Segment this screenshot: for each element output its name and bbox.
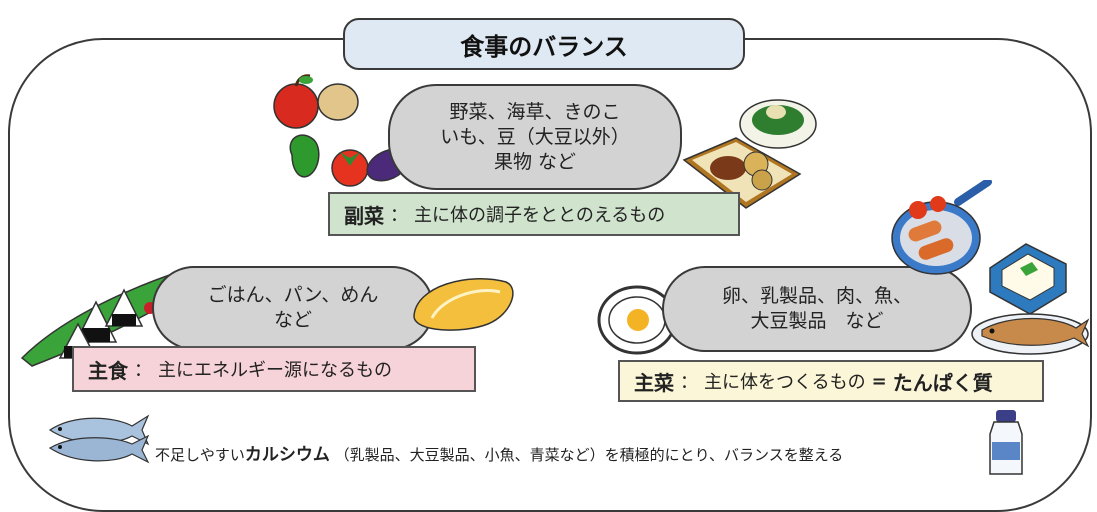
grilled-fish-illustration xyxy=(971,313,1090,355)
page-title: 食事のバランス xyxy=(343,18,745,70)
fukusai-bubble: 野菜、海草、きのこ いも、豆（大豆以外） 果物 など xyxy=(388,84,682,190)
tofu-illustration xyxy=(989,243,1067,315)
shusai-label-eq: = xyxy=(871,370,887,392)
shusai-label-emph: たんぱく質 xyxy=(892,370,993,395)
shushoku-bubble: ごはん、パン、めん など xyxy=(152,266,434,350)
fukusai-bubble-text: 野菜、海草、きのこ いも、豆（大豆以外） 果物 など xyxy=(440,100,630,173)
shushoku-label: 主食 ： 主にエネルギー源になるもの xyxy=(72,346,476,392)
shushoku-bubble-text: ごはん、パン、めん など xyxy=(207,284,379,331)
shushoku-label-rest: 主にエネルギー源になるもの xyxy=(158,360,392,381)
shusai-label-rest: 主に体をつくるもの xyxy=(704,372,866,393)
fukusai-label-rest: 主に体の調子をととのえるもの xyxy=(414,205,666,226)
calcium-note-pre: 不足しやすい xyxy=(155,446,245,464)
calcium-note: 不足しやすいカルシウム （乳製品、大豆製品、小魚、青菜など）を積極的にとり、バラ… xyxy=(155,440,843,465)
frying-pan-illustration xyxy=(891,180,992,275)
bread-illustration xyxy=(413,278,514,331)
fukusai-label-strong: 副菜 xyxy=(344,203,384,228)
shusai-label-strong: 主菜 xyxy=(634,370,674,395)
milk-bottle-icon xyxy=(989,410,1023,475)
onigiri-illustration xyxy=(20,268,186,367)
side-dish-plates-illustration xyxy=(682,99,817,209)
shusai-bubble: 卵、乳製品、肉、魚、 大豆製品 など xyxy=(662,266,972,352)
shusai-bubble-text: 卵、乳製品、肉、魚、 大豆製品 など xyxy=(721,285,912,332)
shusai-label: 主菜 ： 主に体をつくるもの = たんぱく質 xyxy=(618,360,1044,402)
calcium-note-post: （乳製品、大豆製品、小魚、青菜など）を積極的にとり、バランスを整える xyxy=(334,446,844,464)
shushoku-label-strong: 主食 xyxy=(88,358,128,383)
small-fish-icon xyxy=(48,414,150,464)
calcium-note-strong: カルシウム xyxy=(244,445,330,465)
fried-egg-illustration xyxy=(597,285,677,355)
title-text: 食事のバランス xyxy=(460,32,628,61)
fukusai-label: 副菜 ： 主に体の調子をととのえるもの xyxy=(328,192,740,236)
